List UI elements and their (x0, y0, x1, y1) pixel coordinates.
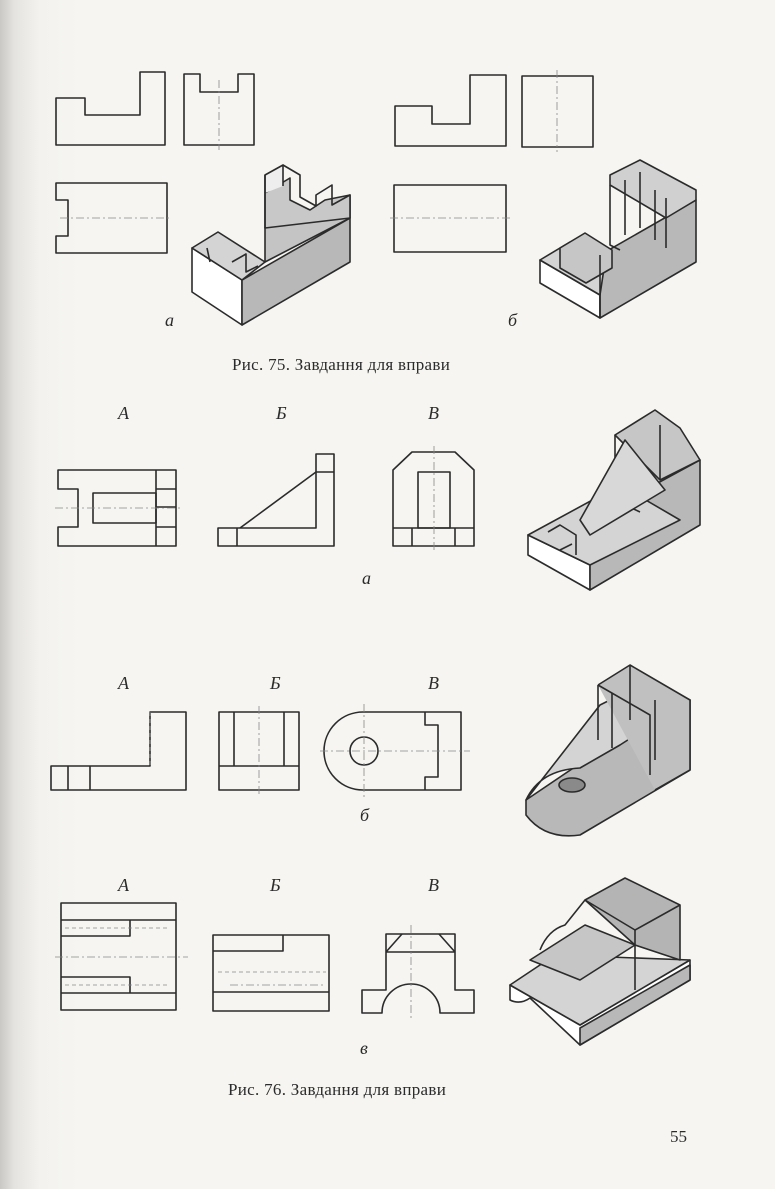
fig76-v-view-B (212, 934, 330, 1012)
fig76-a-view-V (392, 446, 475, 552)
fig76-b-label-A: А (118, 673, 129, 693)
fig76-sub-label-v: в (360, 1038, 368, 1058)
fig76-v-label-A: А (118, 875, 129, 895)
fig76-b-label-B: Б (270, 673, 281, 693)
fig75-b-isometric (539, 159, 697, 319)
fig75-a-side-view (183, 73, 255, 150)
fig75-label-a: а (165, 310, 174, 330)
fig76-v-view-A (55, 902, 188, 1011)
fig75-b-top-view (390, 184, 512, 253)
fig76-sub-label-b: б (360, 805, 370, 825)
fig76-b-view-B (218, 706, 300, 795)
fig75-b-front-view (394, 74, 507, 147)
fig75-b-side-view (521, 70, 594, 152)
fig75-a-isometric (191, 164, 351, 326)
fig76-a-view-A (55, 469, 180, 547)
fig76-b-view-V (320, 704, 470, 798)
fig76-v-label-V: В (428, 875, 439, 895)
fig75-a-front-view (55, 71, 166, 146)
fig76-a-view-B (217, 453, 335, 547)
fig76-a-label-A: А (118, 403, 129, 423)
fig76-a-label-V: В (428, 403, 439, 423)
fig76-a-label-B: Б (276, 403, 287, 423)
fig76-a-isometric (527, 409, 701, 591)
fig75-label-b: б (508, 310, 518, 330)
fig76-caption: Рис. 76. Завдання для вправи (228, 1080, 447, 1099)
fig76-sub-label-a: а (362, 568, 371, 588)
fig76-v-label-B: Б (270, 875, 281, 895)
page-number: 55 (670, 1127, 687, 1146)
fig76-b-label-V: В (428, 673, 439, 693)
fig76-v-view-V (361, 925, 475, 1020)
fig76-b-isometric (525, 664, 691, 837)
fig76-v-isometric (509, 877, 691, 1046)
fig75-caption: Рис. 75. Завдання для вправи (232, 355, 451, 374)
fig75-a-top-view (55, 182, 170, 254)
fig76-b-view-A (50, 711, 187, 791)
